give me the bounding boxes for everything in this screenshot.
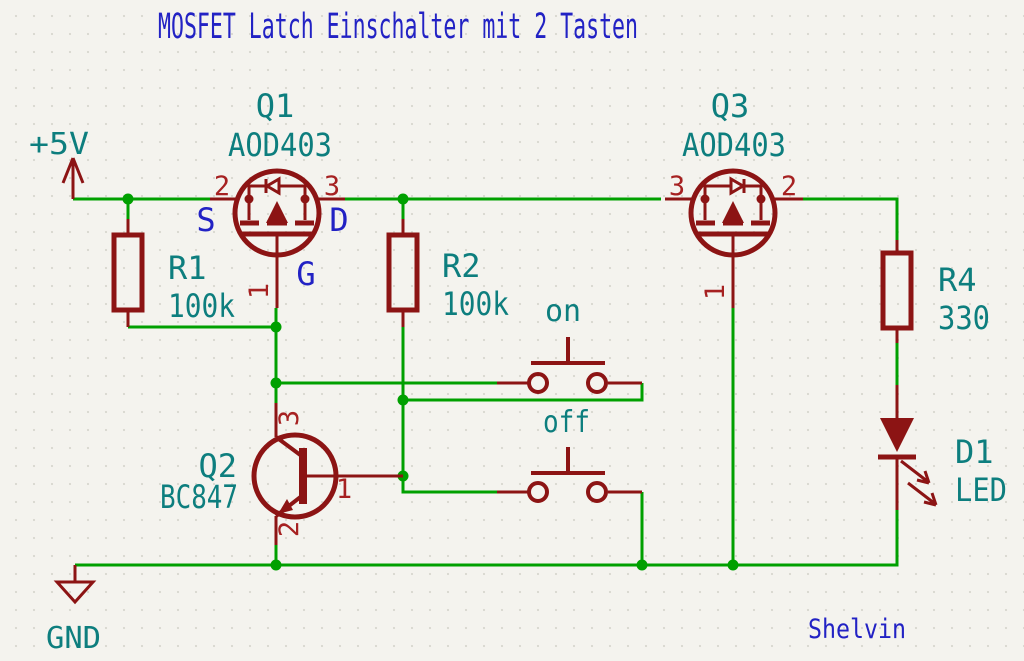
junction-dot xyxy=(270,377,282,389)
wire-r2-bottom-column xyxy=(401,327,497,494)
q2-pin-stubs xyxy=(274,403,403,545)
q1-pin-name-drain: D xyxy=(329,201,348,239)
junction-dot xyxy=(270,559,282,571)
q1-pin-name-gate: G xyxy=(296,255,315,293)
q1-pin-number-drain: 3 xyxy=(324,171,340,202)
on-contact-right xyxy=(586,372,608,394)
q3-body-circle xyxy=(688,168,778,258)
junction-dot xyxy=(636,559,648,571)
junction-dot xyxy=(270,321,282,333)
r4-body xyxy=(880,250,914,331)
led-emission-arrows-icon xyxy=(900,459,938,507)
component-r1-resistor: R1 100k xyxy=(111,219,235,327)
q2-body-circle xyxy=(251,432,339,520)
q1-pin-number-gate: 1 xyxy=(244,283,275,299)
vcc-label: +5V xyxy=(29,127,89,162)
r1-ref: R1 xyxy=(168,249,207,287)
r2-ref: R2 xyxy=(442,247,481,285)
led-arrow xyxy=(900,459,931,485)
q2-value: BC847 xyxy=(160,478,238,516)
wire-q3-to-r4 xyxy=(803,197,899,240)
on-contact-left xyxy=(527,372,549,394)
q1-pin-stubs xyxy=(210,197,345,308)
wire-on-switch-return xyxy=(403,383,644,402)
q3-pin-number-gate: 1 xyxy=(700,284,731,300)
vcc-arrow-icon xyxy=(61,157,85,199)
r1-value: 100k xyxy=(168,287,235,325)
junction-dot xyxy=(122,193,134,205)
q2-ref: Q2 xyxy=(198,447,237,485)
gnd-arrow-icon xyxy=(53,565,97,605)
q2-collector-line xyxy=(274,435,305,459)
q1-pin-number-source: 2 xyxy=(214,171,230,202)
d1-triangle xyxy=(880,418,914,452)
component-push-button-on: on xyxy=(497,294,642,394)
junction-dots xyxy=(122,193,739,571)
component-q1-mosfet: Q1 AOD403 2 3 1 S D G xyxy=(196,87,349,308)
led-arrow xyxy=(907,481,938,507)
component-q3-mosfet: Q3 AOD403 3 2 1 xyxy=(665,87,803,308)
wire-gnd-rail xyxy=(75,510,899,567)
q3-ref: Q3 xyxy=(711,87,750,125)
junction-dot xyxy=(727,559,739,571)
off-contact-right xyxy=(586,481,608,503)
q1-body-circle xyxy=(232,168,322,258)
component-r2-resistor: R2 100k xyxy=(386,219,509,327)
q1-ref: Q1 xyxy=(256,87,295,125)
on-button-label: on xyxy=(545,294,581,329)
author-label: Shelvin xyxy=(808,614,906,645)
d1-ref: D1 xyxy=(955,433,994,471)
power-symbol-vcc: +5V xyxy=(29,127,89,199)
q2-pin-number-collector: 3 xyxy=(274,410,305,426)
q1-value: AOD403 xyxy=(228,126,332,164)
component-d1-led: D1 LED xyxy=(878,385,1007,510)
on-actuator xyxy=(531,337,605,365)
schematic-title: MOSFET Latch Einschalter mit 2 Tasten xyxy=(158,7,638,47)
q3-pin-number-right: 2 xyxy=(781,171,797,202)
q2-pin-number-base: 1 xyxy=(336,474,352,505)
off-contact-left xyxy=(527,481,549,503)
r4-ref: R4 xyxy=(938,261,977,299)
d1-value: LED xyxy=(955,471,1007,509)
component-r4-resistor: R4 330 xyxy=(880,240,990,343)
q1-pin-name-source: S xyxy=(196,201,215,239)
off-button-label: off xyxy=(543,405,590,440)
q3-body-diode xyxy=(703,176,763,199)
r2-body xyxy=(386,232,420,313)
q3-pin-number-left: 3 xyxy=(669,171,685,202)
component-push-button-off: off xyxy=(497,405,642,503)
r4-value: 330 xyxy=(938,299,990,337)
r1-body xyxy=(111,232,145,313)
q3-substrate-arrow xyxy=(722,201,744,223)
gnd-label: GND xyxy=(46,621,101,656)
junction-dot xyxy=(397,394,409,406)
q2-pin-number-emitter: 2 xyxy=(274,521,305,537)
q1-substrate-arrow xyxy=(266,201,288,223)
q3-pin-stubs xyxy=(665,197,803,308)
r2-value: 100k xyxy=(442,285,509,323)
power-symbol-gnd: GND xyxy=(46,565,101,656)
junction-dot xyxy=(397,193,409,205)
q2-emitter-arrow xyxy=(278,499,293,514)
q1-body-diode xyxy=(247,176,307,199)
component-q2-bjt: Q2 BC847 3 2 1 xyxy=(160,403,403,545)
q3-value: AOD403 xyxy=(682,126,786,164)
off-actuator xyxy=(531,447,605,475)
